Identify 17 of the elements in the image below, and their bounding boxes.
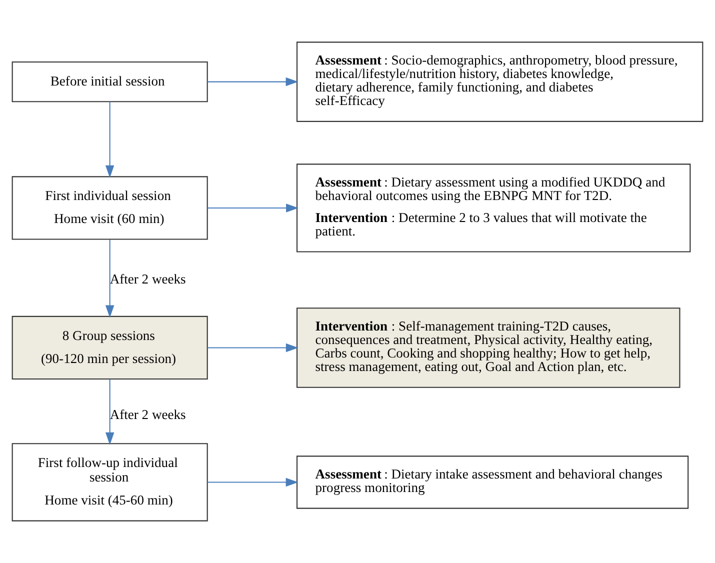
arrow — [207, 478, 298, 487]
arrow — [105, 102, 114, 178]
edge-label: After 2 weeks — [110, 271, 186, 286]
arrow — [207, 343, 298, 352]
arrow — [105, 379, 114, 445]
arrow — [207, 77, 298, 86]
node-box: Assessment: Socio-demographics, anthropometry, blood pressure, medical/lifestyle/nutrition history, diabetes knowledge, dietary adherence, family functioning, and diabetes self-Efficacy — [296, 42, 704, 122]
node-box: 8 Group sessions (90-120 min per session) — [12, 316, 208, 380]
node-box: Assessment: Dietary assessment using a modified UKDDQ and behavioral outcomes using the EBNPG MNT for T2D. Intervention: Determine 2 to 3 values that will motivate the patient. — [296, 164, 691, 252]
node-box: Before initial session — [12, 61, 208, 102]
node-box: Intervention: Self-management training-T2D causes, consequences and treatment, Physical activity, Healthy eating, Carbs count, Cooking and shopping healthy; How to get help, stress management, eating out, Goal and Action plan, etc. — [296, 308, 680, 388]
arrow — [105, 240, 114, 318]
node-box: First follow-up individual session Home visit (45-60 min) — [12, 443, 208, 522]
node-box: Assessment: Dietary intake assessment and behavioral changes progress monitoring — [296, 456, 689, 509]
arrow — [208, 204, 299, 212]
edge-label: After 2 weeks — [110, 407, 186, 422]
node-box: First individual session Home visit (60 min) — [12, 176, 208, 240]
